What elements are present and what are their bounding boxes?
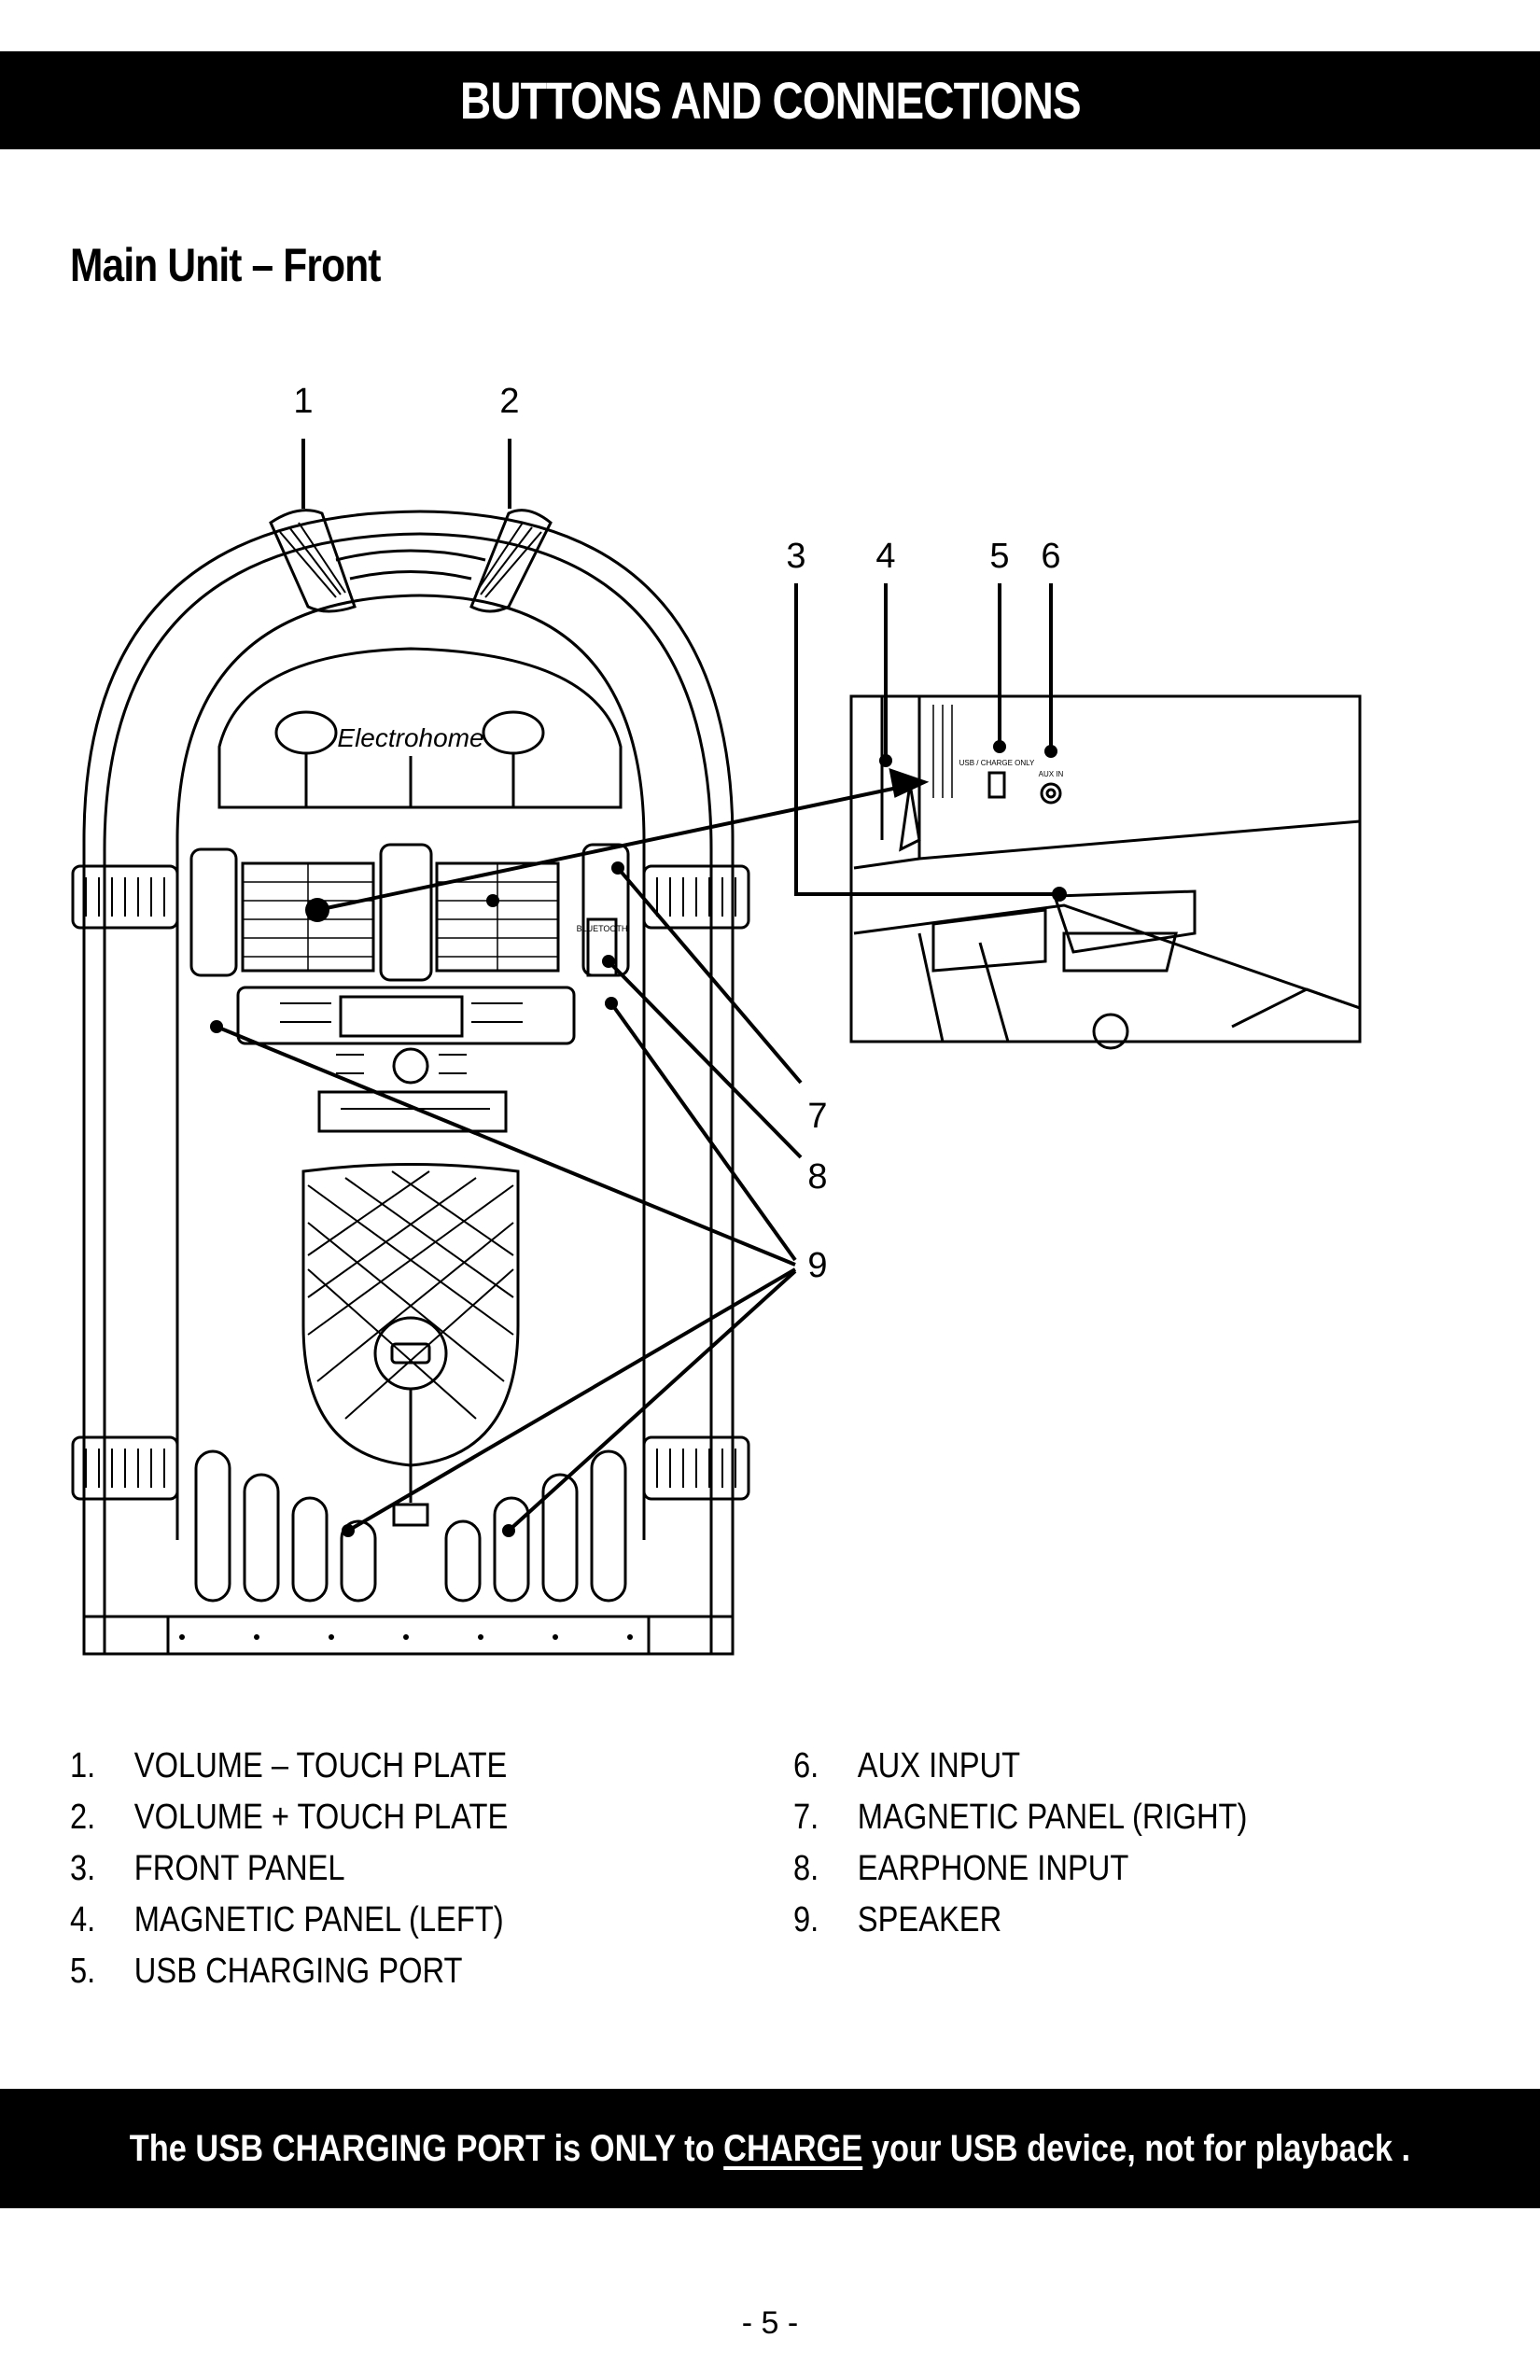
leader-lines	[216, 439, 1059, 1533]
legend-item: 3.FRONT PANEL	[70, 1849, 345, 1888]
callout-4: 4	[875, 537, 895, 576]
usb-port-label: USB / CHARGE ONLY	[959, 759, 1035, 767]
leader-dots	[210, 740, 1067, 1537]
legend-item: 5.USB CHARGING PORT	[70, 1952, 463, 1991]
callout-1: 1	[293, 382, 313, 421]
callout-6: 6	[1041, 537, 1060, 576]
jukebox-diagram: 1 2 3 4 5 6 7 8 9	[71, 382, 1362, 1656]
section-title: Main Unit – Front	[70, 239, 381, 291]
legend-item: 6.AUX INPUT	[793, 1746, 1021, 1785]
legend-item: 8.EARPHONE INPUT	[793, 1849, 1129, 1888]
callout-2: 2	[499, 382, 519, 421]
jukebox-outline: Electrohome BLUETOOTH	[71, 509, 750, 1656]
page-number: - 5 -	[741, 2305, 799, 2341]
callout-9: 9	[807, 1246, 827, 1285]
usb-notice: The USB CHARGING PORT is ONLY to CHARGE …	[129, 2127, 1411, 2169]
page-title: BUTTONS AND CONNECTIONS	[459, 71, 1082, 130]
notice-emphasis: CHARGE	[723, 2127, 863, 2169]
callout-3: 3	[786, 537, 805, 576]
legend-item: 4.MAGNETIC PANEL (LEFT)	[70, 1900, 504, 1939]
callout-5: 5	[989, 537, 1009, 576]
bluetooth-panel-label: BLUETOOTH	[577, 924, 628, 933]
inset-detail: USB / CHARGE ONLY AUX IN	[849, 694, 1362, 1050]
brand-script: Electrohome	[337, 723, 483, 752]
notice-bar: The USB CHARGING PORT is ONLY to CHARGE …	[0, 2089, 1540, 2208]
legend-list-left: 1.VOLUME – TOUCH PLATE 2.VOLUME + TOUCH …	[70, 1741, 508, 1997]
callout-7: 7	[807, 1097, 827, 1136]
header-bar: BUTTONS AND CONNECTIONS	[0, 51, 1540, 149]
legend-item: 9.SPEAKER	[793, 1900, 1002, 1939]
legend-item: 1.VOLUME – TOUCH PLATE	[70, 1746, 508, 1785]
legend-list-right: 6.AUX INPUT 7.MAGNETIC PANEL (RIGHT) 8.E…	[793, 1741, 1247, 1946]
legend-item: 2.VOLUME + TOUCH PLATE	[70, 1798, 509, 1837]
aux-input-label: AUX IN	[1039, 770, 1064, 778]
legend-item: 7.MAGNETIC PANEL (RIGHT)	[793, 1798, 1248, 1837]
callout-8: 8	[807, 1157, 827, 1197]
